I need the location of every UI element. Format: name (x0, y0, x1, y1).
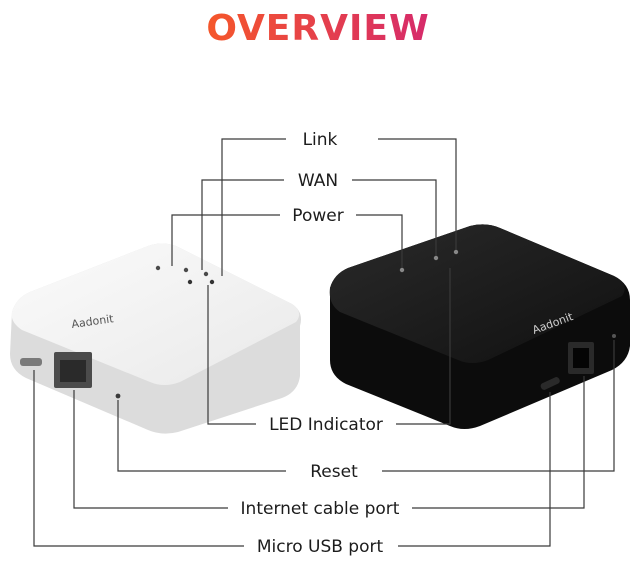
leader-power-left (171, 214, 280, 266)
leader-power-right (356, 214, 403, 268)
leader-cable-right (412, 376, 585, 509)
black-power-led (399, 267, 405, 273)
white-led-indicator-2 (209, 279, 215, 285)
white-link-led (203, 271, 209, 277)
leader-usb-left (33, 370, 244, 547)
white-micro-usb-port (20, 358, 42, 366)
black-ethernet-port-inner (573, 348, 589, 368)
black-device-top (329, 224, 625, 363)
page-title: OVERVIEW (206, 8, 429, 49)
leader-usb-right (398, 392, 551, 547)
label-internet-cable-port: Internet cable port (241, 499, 400, 519)
white-wan-led (183, 267, 189, 273)
white-power-led (155, 265, 161, 271)
label-wan: WAN (298, 171, 338, 191)
label-led-indicator: LED Indicator (269, 415, 383, 435)
white-brand-logo: Aadonit (71, 312, 115, 331)
leader-reset-right (382, 340, 615, 472)
white-hub-device: Aadonit (10, 243, 301, 434)
label-power: Power (292, 206, 343, 226)
label-link: Link (303, 130, 338, 150)
white-reset-hole (115, 393, 121, 399)
white-device-top (11, 243, 300, 385)
black-reset-hole (612, 334, 616, 338)
black-wan-led (433, 255, 439, 261)
white-ethernet-port-inner (60, 360, 86, 382)
leader-wan-left (201, 179, 284, 270)
leader-reset-left (117, 400, 286, 472)
label-reset: Reset (310, 462, 358, 482)
white-led-indicator (187, 279, 193, 285)
leader-link-right (378, 138, 457, 250)
leader-led-right (396, 268, 451, 425)
black-link-led (453, 249, 459, 255)
black-micro-usb-port (540, 377, 560, 390)
leader-led-left (207, 285, 256, 425)
leader-cable-left (73, 390, 228, 509)
black-hub-device: Aadonit (329, 224, 630, 429)
label-micro-usb-port: Micro USB port (257, 537, 384, 557)
leader-lines (33, 138, 615, 547)
leader-link-left (221, 138, 286, 276)
leader-wan-right (352, 179, 437, 256)
